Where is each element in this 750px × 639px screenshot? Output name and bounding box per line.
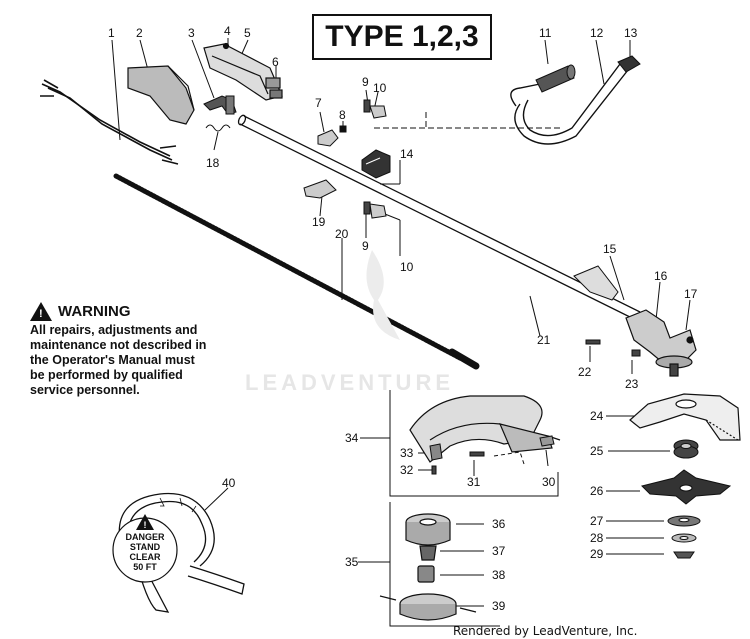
warning-line: be performed by qualified [30, 368, 183, 382]
warning-icon: ! [30, 302, 52, 321]
callout-number: 40 [222, 476, 236, 490]
callout-number: 6 [272, 55, 279, 69]
callout-number: 32 [400, 463, 414, 477]
callout-number: 15 [603, 242, 617, 256]
callout-number: 38 [492, 568, 506, 582]
tube-clamp [317, 125, 347, 147]
screw-clamp-lower [363, 201, 387, 219]
handle-grip-j [535, 64, 576, 93]
credit-line: Rendered by LeadVenture, Inc. [453, 624, 638, 638]
callout-number: 17 [684, 287, 698, 301]
callout-number: 9 [362, 75, 369, 89]
callout-number: 13 [624, 26, 638, 40]
callout-number: 36 [492, 517, 506, 531]
collar [673, 439, 699, 459]
callout-number: 31 [467, 475, 481, 489]
callout-number: 25 [590, 444, 604, 458]
callout-number: 26 [590, 484, 604, 498]
decal-line: CLEAR [129, 552, 161, 562]
warning-notice: ! WARNING All repairs, adjustments and m… [30, 302, 230, 398]
drive-shaft [113, 173, 480, 370]
callout-number: 39 [492, 599, 506, 613]
drive-tube [237, 114, 641, 321]
callout-number: 14 [400, 147, 414, 161]
callout-number: 29 [590, 547, 604, 561]
decal-line: 50 FT [133, 562, 157, 572]
callout-number: 10 [373, 81, 387, 95]
decal-line: STAND [129, 542, 161, 552]
shield-bracket [573, 265, 619, 301]
callout-number: 4 [224, 24, 231, 38]
callout-number: 27 [590, 514, 604, 528]
spring [205, 124, 231, 132]
blade-shield [629, 393, 741, 441]
callout-number: 11 [539, 26, 552, 40]
trimmer-shield [409, 395, 561, 463]
wire-harness [40, 79, 179, 165]
shield-hardware [429, 435, 555, 475]
warning-heading: WARNING [58, 303, 131, 320]
callout-number: 3 [188, 26, 195, 40]
handle-cap [617, 55, 641, 73]
callout-number: 12 [590, 26, 604, 40]
callout-number: 16 [654, 269, 668, 283]
callout-number: 37 [492, 544, 506, 558]
throttle-trigger [203, 95, 237, 115]
gear-head [625, 309, 697, 377]
callout-number: 7 [315, 96, 322, 110]
callout-number: 33 [400, 446, 414, 460]
type-label: TYPE 1,2,3 [312, 14, 492, 60]
warning-heading-row: ! WARNING [30, 302, 230, 321]
callout-number: 34 [345, 431, 359, 445]
callout-number: 5 [244, 26, 251, 40]
washers-nut [667, 515, 701, 559]
callout-number: 9 [362, 239, 369, 253]
warning-line: All repairs, adjustments and [30, 323, 198, 337]
svg-text:!: ! [144, 520, 147, 530]
warning-line: service personnel. [30, 383, 140, 397]
callout-number: 10 [400, 260, 414, 274]
screws [585, 339, 641, 357]
callout-number: 21 [537, 333, 551, 347]
callout-number: 23 [625, 377, 639, 391]
danger-triangle-icon [136, 514, 154, 530]
handle-grip [127, 65, 195, 125]
warning-line: maintenance not described in [30, 338, 207, 352]
trimmer-head [379, 513, 477, 621]
screw-clamp-upper [363, 99, 387, 119]
callout-number: 24 [590, 409, 604, 423]
callout-number: 1 [108, 26, 115, 40]
callout-number: 2 [136, 26, 143, 40]
handle-housing [203, 42, 283, 101]
warning-line: the Operator's Manual must [30, 353, 195, 367]
j-handle [510, 63, 629, 145]
blade [641, 469, 732, 505]
callout-number: 30 [542, 475, 556, 489]
callout-number: 22 [578, 365, 592, 379]
watermark-logo [366, 250, 400, 340]
callout-number: 20 [335, 227, 349, 241]
callout-number: 18 [206, 156, 220, 170]
callout-number: 28 [590, 531, 604, 545]
decal-line: DANGER [125, 532, 165, 542]
danger-decal-text: DANGER STAND CLEAR 50 FT [115, 532, 175, 572]
bracket [361, 149, 391, 179]
callout-number: 35 [345, 555, 359, 569]
callout-number: 19 [312, 215, 326, 229]
callout-number: 8 [339, 108, 346, 122]
clamp-lower [303, 179, 337, 199]
watermark: LEADVENTURE [245, 370, 455, 395]
